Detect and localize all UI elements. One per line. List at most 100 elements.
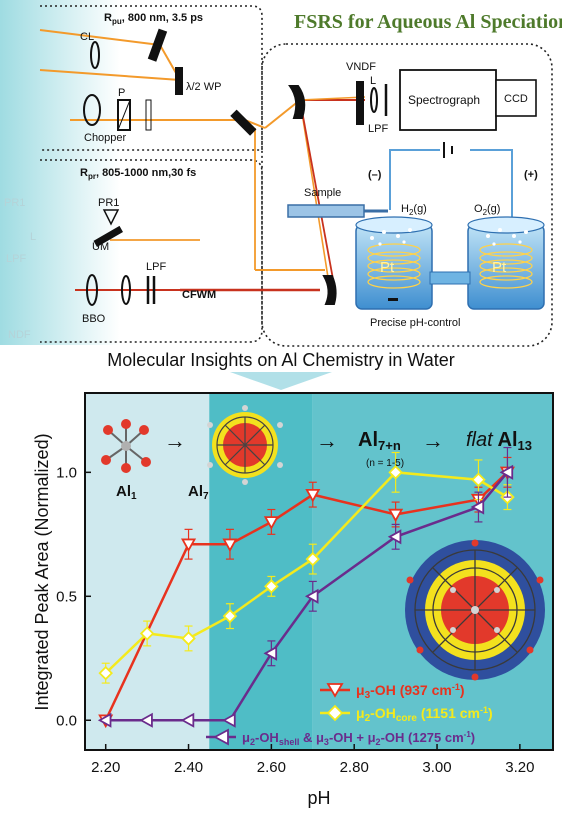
x-axis-label: pH: [307, 788, 330, 808]
probe-box: [40, 159, 263, 343]
mirror-1: [147, 28, 168, 62]
subtitle-arrow: [230, 372, 332, 390]
subtitle: Molecular Insights on Al Chemistry in Wa…: [107, 350, 454, 370]
label-cfwm: CFWM: [182, 289, 216, 301]
label-l: L: [370, 75, 376, 87]
data-point: [304, 588, 319, 604]
ccd-box: [495, 79, 537, 117]
page-title: FSRS for Aqueous Al Speciation: [294, 11, 562, 33]
data-point: [180, 712, 195, 728]
label-lpf: LPF: [368, 123, 388, 135]
data-point: [388, 508, 404, 523]
legend-item-2: μ2-OHcore (1151 cm-1): [320, 704, 493, 724]
steering-mirror: [230, 109, 257, 136]
series-layer: [97, 446, 515, 729]
legend: μ3-OH (937 cm-1) μ2-OHcore (1151 cm-1) μ…: [206, 682, 493, 747]
band-0: [85, 393, 210, 750]
setup-schematic: Rpu, 800 nm, 3.5 ps Rpr, 805-1000 nm,30 …: [0, 0, 562, 347]
data-point: [305, 488, 321, 503]
label-p: P: [118, 87, 125, 99]
label-plus: (+): [524, 169, 538, 181]
fade-strip: [0, 0, 120, 345]
y-axis: 0.0 0.5 1.0: [56, 464, 91, 729]
data-point: [222, 608, 238, 624]
series-1: [98, 451, 515, 684]
label-al1: Al1: [116, 483, 137, 502]
vndf-filter: [356, 81, 364, 125]
x-tick-label: 2.80: [340, 759, 369, 776]
ghost-ndf: NDF: [8, 329, 31, 341]
cl-lens: [90, 41, 100, 69]
y-axis-label: Integrated Peak Area (Normalized): [32, 433, 52, 710]
data-point: [388, 465, 403, 480]
data-point: [471, 472, 486, 488]
probe-beams: [75, 96, 366, 292]
pr1-prism: [102, 209, 120, 226]
arrow-1: →: [164, 428, 186, 453]
al1-molecule: [101, 419, 151, 473]
x-tick-label: 2.20: [91, 759, 120, 776]
salt-bridge: [429, 271, 471, 285]
waveplate-glass: [145, 99, 152, 131]
label-spectrograph: Spectrograph: [408, 93, 480, 107]
data-point: [181, 631, 196, 646]
optics: [83, 28, 537, 306]
arrow-3: →: [422, 428, 444, 453]
label-lpf-probe: LPF: [146, 261, 166, 273]
data-point: [181, 538, 197, 553]
svg-text:μ2-OHshell & μ3-OH + μ2-OH (12: μ2-OHshell & μ3-OH + μ2-OH (1275 cm-1): [242, 730, 475, 747]
label-o2: O2(g): [474, 203, 500, 217]
data-point: [264, 579, 279, 594]
ghost-pr1: PR1: [4, 197, 25, 209]
y-tick-label: 0.0: [56, 712, 77, 729]
y-tick-label: 0.5: [56, 588, 77, 605]
x-tick-label: 3.20: [505, 759, 534, 776]
data-point: [222, 538, 238, 553]
sample-cell: [287, 204, 365, 218]
plot-frame: [84, 392, 554, 751]
series-line: [104, 471, 509, 721]
label-pr1: PR1: [98, 197, 119, 209]
wire: [389, 149, 513, 225]
probe-beam-label: Rpr, 805-1000 nm,30 fs: [80, 167, 196, 181]
arrow-2: →: [316, 428, 338, 453]
ghost-l: L: [30, 231, 36, 243]
label-pt-left: Pt: [380, 259, 395, 276]
polarizer: [117, 99, 131, 131]
data-point: [499, 464, 514, 480]
probe-lens: [121, 275, 131, 305]
al13-cluster: [405, 539, 545, 681]
pump-beams: [39, 29, 325, 271]
um-mirror: [93, 225, 123, 247]
label-n-range: (n = 1-5): [366, 458, 404, 469]
label-bbo: BBO: [82, 313, 106, 325]
label-ccd: CCD: [504, 93, 528, 105]
x-tick-label: 2.60: [257, 759, 286, 776]
data-point: [470, 499, 485, 515]
species-illustrations: → → → Al7+n (n = 1-5) flat Al13 Al1 Al7: [101, 405, 545, 681]
pump-box: [40, 5, 263, 151]
label-al7n: Al7+n: [358, 429, 401, 453]
bbo-crystal: [86, 274, 98, 306]
data-point: [97, 712, 112, 728]
pump-beam-label: Rpu, 800 nm, 3.5 ps: [104, 12, 203, 26]
data-point: [387, 529, 402, 545]
data-point: [98, 665, 113, 681]
data-point: [139, 626, 155, 641]
x-tick-label: 3.00: [422, 759, 451, 776]
curved-mirror-top: [288, 85, 306, 119]
label-minus: (–): [368, 169, 382, 181]
label-al7: Al7: [188, 483, 209, 502]
label-ph-control: Precise pH-control: [370, 317, 460, 329]
data-point: [263, 516, 279, 530]
data-point: [305, 551, 321, 567]
label-waveplate: λ/2 WP: [186, 81, 221, 93]
y-tick-label: 1.0: [56, 464, 77, 481]
data-point: [222, 712, 236, 728]
legend-item-1: μ3-OH (937 cm-1): [320, 682, 465, 701]
series-2: [97, 446, 514, 728]
electrochemical-cell: [355, 142, 545, 310]
detection-box: [261, 43, 553, 347]
